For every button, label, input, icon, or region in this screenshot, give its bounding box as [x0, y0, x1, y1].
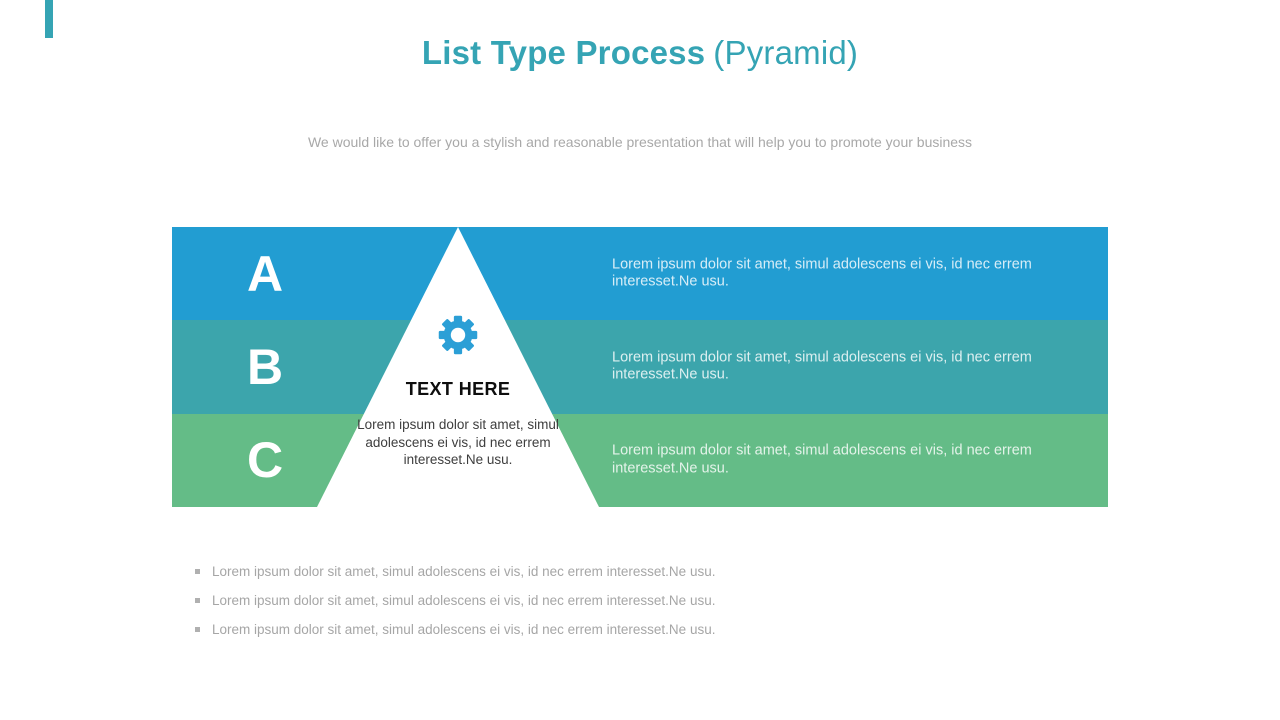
band-b-letter: B	[247, 338, 284, 395]
pyramid-content: TEXT HERE Lorem ipsum dolor sit amet, si…	[317, 227, 599, 507]
list-item-text: Lorem ipsum dolor sit amet, simul adoles…	[212, 564, 716, 579]
page-subtitle: We would like to offer you a stylish and…	[307, 134, 973, 150]
gear-icon	[317, 313, 599, 357]
list-item-text: Lorem ipsum dolor sit amet, simul adoles…	[212, 593, 716, 608]
band-a: A Lorem ipsum dolor sit amet, simul adol…	[172, 227, 1108, 321]
band-c-letter: C	[247, 432, 284, 489]
list-item-text: Lorem ipsum dolor sit amet, simul adoles…	[212, 622, 716, 637]
page-title-sub: (Pyramid)	[713, 34, 859, 71]
band-a-text: Lorem ipsum dolor sit amet, simul adoles…	[612, 256, 1032, 290]
page-title: List Type Process(Pyramid)	[0, 34, 1280, 72]
band-a-letter: A	[247, 245, 284, 302]
pyramid-body-text: Lorem ipsum dolor sit amet, simul adoles…	[357, 417, 559, 467]
band-b: B Lorem ipsum dolor sit amet, simul adol…	[172, 320, 1108, 414]
band-c-text: Lorem ipsum dolor sit amet, simul adoles…	[612, 442, 1032, 477]
square-bullet-icon	[195, 569, 200, 574]
square-bullet-icon	[195, 598, 200, 603]
band-c: C Lorem ipsum dolor sit amet, simul adol…	[172, 413, 1108, 507]
bullet-list: Lorem ipsum dolor sit amet, simul adoles…	[195, 564, 715, 651]
square-bullet-icon	[195, 627, 200, 632]
band-b-text: Lorem ipsum dolor sit amet, simul adoles…	[612, 349, 1032, 383]
page-title-main: List Type Process	[421, 34, 706, 71]
list-item: Lorem ipsum dolor sit amet, simul adoles…	[195, 593, 715, 608]
pyramid-panel: A Lorem ipsum dolor sit amet, simul adol…	[172, 227, 1108, 507]
list-item: Lorem ipsum dolor sit amet, simul adoles…	[195, 622, 715, 637]
accent-bar	[45, 0, 53, 38]
pyramid-heading: TEXT HERE	[405, 379, 511, 399]
list-item: Lorem ipsum dolor sit amet, simul adoles…	[195, 564, 715, 579]
